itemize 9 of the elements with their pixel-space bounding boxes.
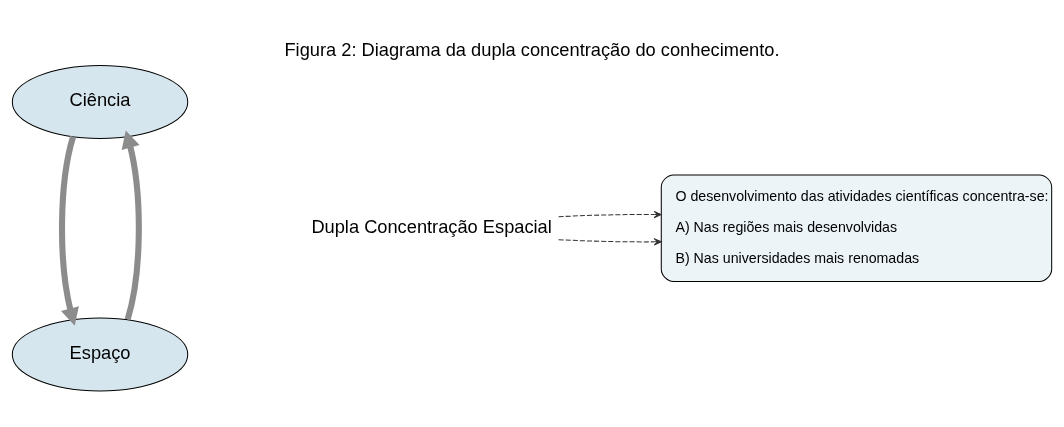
diagram-title: Figura 2: Diagrama da dupla concentração do conhecimento. bbox=[284, 38, 780, 60]
arrow bbox=[558, 210, 662, 218]
arrow bbox=[121, 129, 142, 320]
node-text: Dupla Concentração Espacial bbox=[311, 215, 552, 237]
arrow bbox=[558, 237, 662, 246]
node-box: O desenvolvimento das atividades científicas concentra-se: A) Nas regiões mais desenvolvidas B) Nas universidades mais renomadas bbox=[660, 173, 1053, 282]
node-ellipse: Espaço bbox=[11, 316, 189, 391]
arrow bbox=[59, 135, 79, 326]
node-ellipse: Ciência bbox=[11, 64, 189, 139]
